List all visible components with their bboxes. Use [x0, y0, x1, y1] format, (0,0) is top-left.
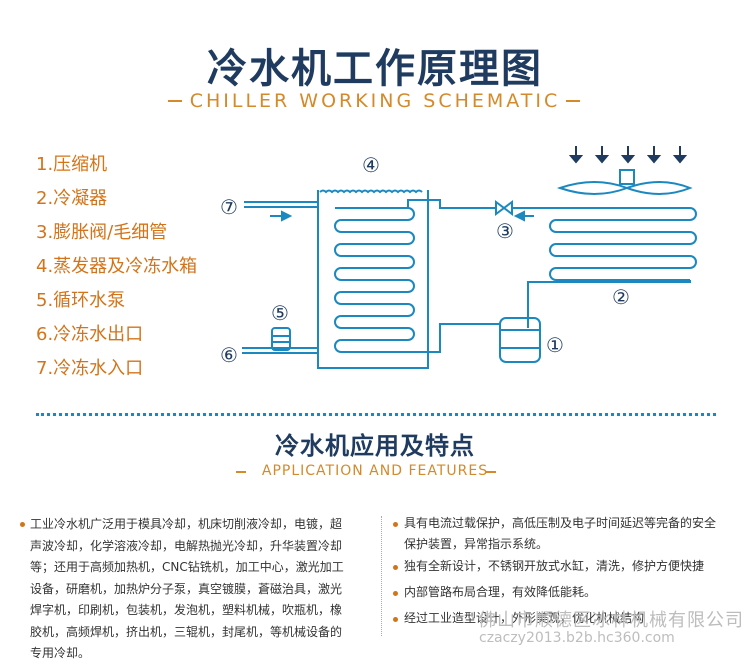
circulation-pump [271, 327, 291, 351]
application-line: 焊字机，印刷机，包装机，发泡机，塑料机械，吹瓶机，橡 [30, 603, 343, 617]
feature-item: 具有电流过载保护，高低压制及电子时间延迟等完备的安全 保护装置，异常指示系统。 [404, 513, 734, 555]
condenser-coil [548, 207, 697, 281]
bullet-dot [393, 522, 398, 527]
application-line: 工业冷水机广泛用于模具冷却，机床切削液冷却，电镀，超 [30, 517, 343, 531]
feature-line: 内部管路布局合理，有效降低能耗。 [404, 585, 597, 599]
section-title: 冷水机应用及特点 [275, 432, 475, 460]
application-text: 工业冷水机广泛用于模具冷却，机床切削液冷却，电镀，超 声波冷却，化学溶液冷却，电… [30, 514, 370, 665]
pipe-evap-to-compressor [408, 323, 500, 353]
column-separator [381, 516, 382, 636]
watermark-company: 佛山市顺德区冰林机械有限公司 [478, 610, 744, 631]
bullet-dot [393, 591, 398, 596]
application-line: 等；还用于高频加热机，CNC钻铣机，加工中心，激光加工 [30, 560, 344, 574]
section-divider [36, 413, 716, 416]
legend-item-expansion-valve: 3.膨胀阀/毛细管 [36, 222, 168, 243]
expansion-valve [495, 200, 513, 216]
airflow-arrows [568, 146, 688, 164]
label-4: ④ [362, 153, 380, 177]
bullet-dot [20, 522, 25, 527]
water-tank [317, 190, 429, 369]
label-5: ⑤ [271, 301, 289, 325]
page-title: 冷水机工作原理图 [207, 46, 543, 92]
feature-item: 经过工业造型设计，外形美观，优化机械结构 [404, 608, 734, 629]
feature-line: 经过工业造型设计，外形美观，优化机械结构 [404, 611, 645, 625]
feature-line: 具有电流过载保护，高低压制及电子时间延迟等完备的安全 [404, 516, 717, 530]
legend-item-water-outlet: 6.冷冻水出口 [36, 324, 144, 345]
bullet-dot [393, 565, 398, 570]
pipe-condenser-to-compressor [527, 280, 691, 328]
section-title-divider-right [486, 471, 496, 473]
compressor [499, 317, 541, 363]
pipe-evap-to-valve [407, 199, 496, 209]
legend-item-condenser: 2.冷凝器 [36, 188, 108, 209]
label-7: ⑦ [220, 195, 238, 219]
legend-item-pump: 5.循环水泵 [36, 290, 126, 311]
application-line: 专用冷却。 [30, 646, 91, 660]
bullet-dot [393, 617, 398, 622]
evaporator-coil [334, 207, 415, 353]
label-1: ① [546, 333, 564, 357]
label-6: ⑥ [220, 343, 238, 367]
section-subtitle: APPLICATION AND FEATURES [261, 463, 489, 479]
legend-item-water-inlet: 7.冷冻水入口 [36, 358, 144, 379]
section-title-divider-left [236, 471, 246, 473]
feature-line: 保护装置，异常指示系统。 [404, 537, 549, 551]
fan-blades [556, 181, 693, 195]
legend-item-evaporator: 4.蒸发器及冷冻水箱 [36, 256, 198, 277]
application-line: 设备，研磨机，加热炉分子泵，真空镀膜，蒼磁治具，激光 [30, 581, 343, 596]
page-subtitle: CHILLER WORKING SCHEMATIC [189, 90, 561, 112]
feature-line: 独有全新设计，不锈钢开放式水缸，清洗，修护方便快捷 [404, 559, 705, 573]
water-surface [319, 189, 423, 194]
fan-motor [619, 169, 635, 185]
chiller-schematic: ④ ⑦ ③ ② ⑤ ⑥ ① [220, 146, 697, 369]
title-divider-right [566, 100, 580, 102]
flow-arrows [270, 210, 534, 222]
label-2: ② [612, 285, 630, 309]
title-divider-left [168, 100, 182, 102]
feature-item: 独有全新设计，不锈钢开放式水缸，清洗，修护方便快捷 [404, 556, 734, 577]
application-line: 胶机，高频焊机，挤出机，三辊机，封尾机，等机械设备的 [30, 624, 343, 639]
application-line: 声波冷却，化学溶液冷却，电解热抛光冷却，升华装置冷却 [30, 538, 343, 553]
feature-item: 内部管路布局合理，有效降低能耗。 [404, 582, 734, 603]
component-legend: 1.压缩机 2.冷凝器 3.膨胀阀/毛细管 4.蒸发器及冷冻水箱 5.循环水泵 … [36, 148, 197, 386]
legend-item-compressor: 1.压缩机 [36, 154, 108, 175]
watermark-url: czaczy2013.b2b.hc360.com [479, 630, 675, 646]
label-3: ③ [496, 219, 514, 243]
